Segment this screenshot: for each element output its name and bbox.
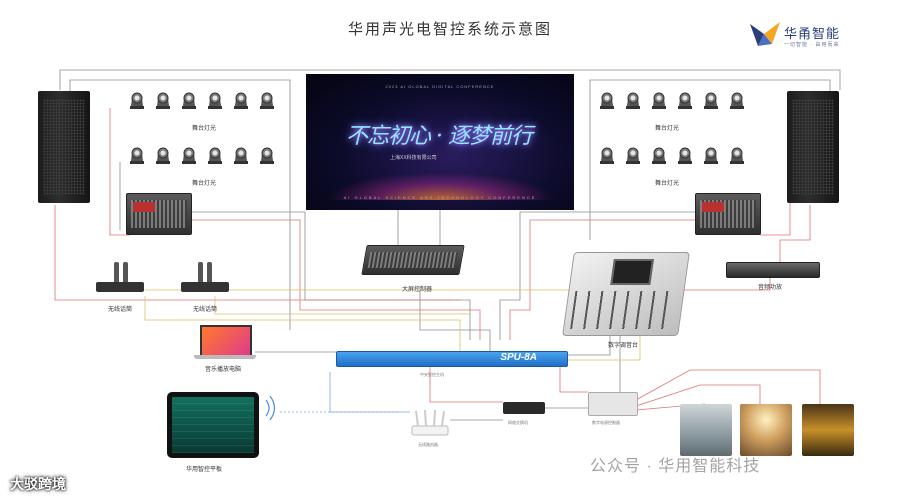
wireless-mic-receiver-2 — [181, 282, 229, 292]
logo-slogan: 一切智能 · 由用而来 — [784, 42, 840, 48]
right-speaker — [787, 91, 839, 203]
wireless-mic-label-1: 无线话筒 — [108, 307, 133, 313]
mic-2a — [198, 262, 203, 286]
power-amplifier — [726, 262, 820, 278]
wireless-router-icon — [411, 410, 449, 436]
stage-light-icon — [208, 147, 222, 164]
stage-light-icon — [182, 92, 196, 109]
stage-light-label-mr: 舞台灯光 — [655, 181, 680, 187]
stage-light-icon — [704, 92, 718, 109]
laptop-base — [194, 355, 256, 359]
left-speaker — [38, 91, 90, 203]
power-controller — [588, 392, 638, 416]
right-light-controller — [695, 193, 761, 235]
mic-1a — [114, 262, 119, 286]
logo-name: 华甬智能 — [784, 27, 841, 42]
left-light-controller — [126, 193, 192, 235]
logo-mark-icon — [750, 22, 780, 46]
stage-light-label-ml: 舞台灯光 — [192, 181, 217, 187]
cable-right-rack-center — [499, 211, 695, 340]
wechat-watermark: 公众号 · 华用智能科技 — [590, 458, 761, 475]
cable-ctrl-proc — [419, 290, 491, 351]
photo-meeting-room — [680, 404, 732, 456]
cable-proc-mixer-2 — [566, 334, 641, 361]
stage-light-icon — [600, 92, 614, 109]
cable-proc-mixer — [566, 334, 611, 356]
screen-controller-device — [361, 245, 465, 275]
wireless-router-label: 无线路由器 — [418, 442, 438, 447]
stage-light-icon — [600, 147, 614, 164]
cable-left-rack-center — [190, 211, 471, 340]
screen-bottomline: AI GLOBAL SCIENCE ARS TECHNOLOGY CONFERE… — [343, 195, 537, 200]
smart-control-tablet — [167, 392, 259, 458]
smart-tablet-label: 华用智控平板 — [186, 467, 223, 473]
cable-proc-switch — [429, 365, 503, 403]
screen-topline: 2023 AI GLOBAL DIGITAL CONFERENCE — [385, 84, 495, 89]
stage-light-icon — [234, 92, 248, 109]
cable-left-speaker — [54, 205, 460, 301]
cable-right-lights — [760, 108, 791, 236]
music-player-label: 音乐播放电脑 — [205, 367, 242, 373]
stage-light-icon — [156, 147, 170, 164]
cable-top-loop-2 — [69, 79, 291, 330]
cable-right-rack-center-2 — [509, 219, 695, 340]
stage-light-icon — [652, 147, 666, 164]
brand-logo: 华甬智能 一切智能 · 由用而来 — [750, 22, 860, 56]
stage-light-icon — [208, 92, 222, 109]
diagram-title: 华用声光电智控系统示意图 — [347, 21, 552, 38]
mic-1b — [123, 262, 128, 286]
laptop-screen — [200, 325, 252, 357]
cable-left-rack-center-2 — [190, 219, 481, 340]
screen-company: 上海XX科技有限公司 — [390, 155, 437, 161]
stage-light-icon — [626, 147, 640, 164]
stage-light-label-tl: 舞台灯光 — [192, 126, 217, 132]
cable-mixer-amp — [680, 276, 771, 291]
power-amp-label: 音频功放 — [758, 285, 783, 291]
central-controller-label: 中央智控主机 — [420, 372, 444, 377]
cable-left-lights — [109, 108, 130, 236]
stage-light-icon — [234, 147, 248, 164]
stage-light-icon — [730, 92, 744, 109]
cable-power-photos — [635, 369, 821, 404]
stage-light-icon — [130, 147, 144, 164]
cable-proc-router — [329, 372, 410, 413]
cable-right-speaker-amp — [779, 205, 811, 262]
stage-light-icon — [652, 92, 666, 109]
mic-2b — [207, 262, 212, 286]
stage-light-icon — [130, 92, 144, 109]
central-processor: SPU-8A — [336, 351, 568, 367]
network-switch-label: 网络交换机 — [508, 420, 528, 425]
wireless-mic-label-2: 无线话筒 — [193, 307, 218, 313]
corner-watermark: 大驳跨境 — [10, 476, 66, 492]
stage-light-icon — [260, 147, 274, 164]
screen-slogan: 不忘初心 · 逐梦前行 — [346, 124, 533, 149]
stage-light-icon — [182, 147, 196, 164]
stage-light-icon — [678, 92, 692, 109]
cable-mics-2 — [214, 296, 470, 315]
stage-light-icon — [156, 92, 170, 109]
photo-banquet-hall — [740, 404, 792, 456]
cable-top-loop-3 — [589, 79, 831, 240]
network-switch — [503, 402, 545, 414]
stage-light-icon — [704, 147, 718, 164]
screen-controller-label: 大屏控制器 — [402, 287, 433, 293]
cable-proc-power — [559, 365, 588, 393]
wireless-mic-receiver-1 — [96, 282, 144, 292]
stage-light-icon — [730, 147, 744, 164]
wifi-icon — [265, 395, 276, 421]
stage-light-label-tr: 舞台灯光 — [655, 126, 680, 132]
cable-top-loop — [59, 69, 841, 90]
digital-mixer-label: 数字调音台 — [608, 343, 639, 349]
stage-light-icon — [678, 147, 692, 164]
led-screen: 2023 AI GLOBAL DIGITAL CONFERENCE 不忘初心 ·… — [306, 74, 574, 210]
stage-light-icon — [260, 92, 274, 109]
cable-mics — [144, 296, 461, 351]
photo-gallery-hall — [802, 404, 854, 456]
power-controller-label: 数字电源控制器 — [592, 420, 620, 425]
stage-light-icon — [626, 92, 640, 109]
processor-brand: SPU-8A — [500, 352, 537, 363]
cable-power-photos-2 — [635, 384, 761, 407]
digital-mixer — [562, 252, 690, 336]
